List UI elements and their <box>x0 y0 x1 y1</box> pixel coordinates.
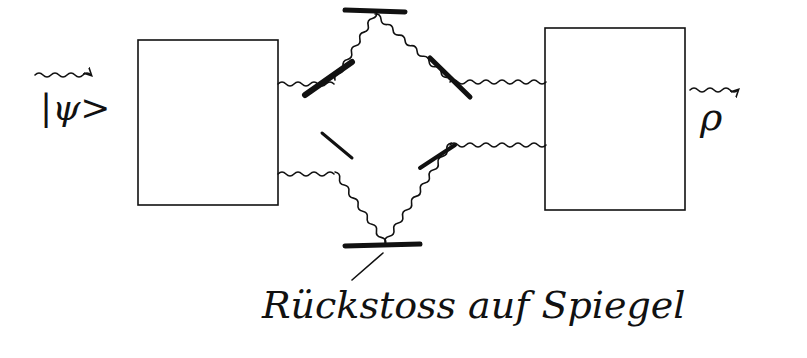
beam-splitter <box>305 62 352 95</box>
beam <box>374 12 449 78</box>
mirror <box>345 10 405 12</box>
beam <box>450 143 546 147</box>
input-beam <box>35 73 91 77</box>
beam <box>333 171 387 245</box>
left-box <box>138 40 278 205</box>
output-beam <box>690 88 738 92</box>
input-state: |ψ> <box>40 90 111 126</box>
beam-splitter <box>420 145 455 168</box>
beam-splitter <box>322 133 352 158</box>
mirror <box>345 244 420 246</box>
note-text: Rückstoss auf Spiegel <box>262 286 685 324</box>
beam <box>383 142 453 244</box>
beam <box>278 172 334 176</box>
leader-line <box>352 253 383 280</box>
beam <box>450 80 546 84</box>
output-state: ρ <box>700 98 722 136</box>
beam-splitter <box>430 58 470 97</box>
right-box <box>545 28 685 210</box>
